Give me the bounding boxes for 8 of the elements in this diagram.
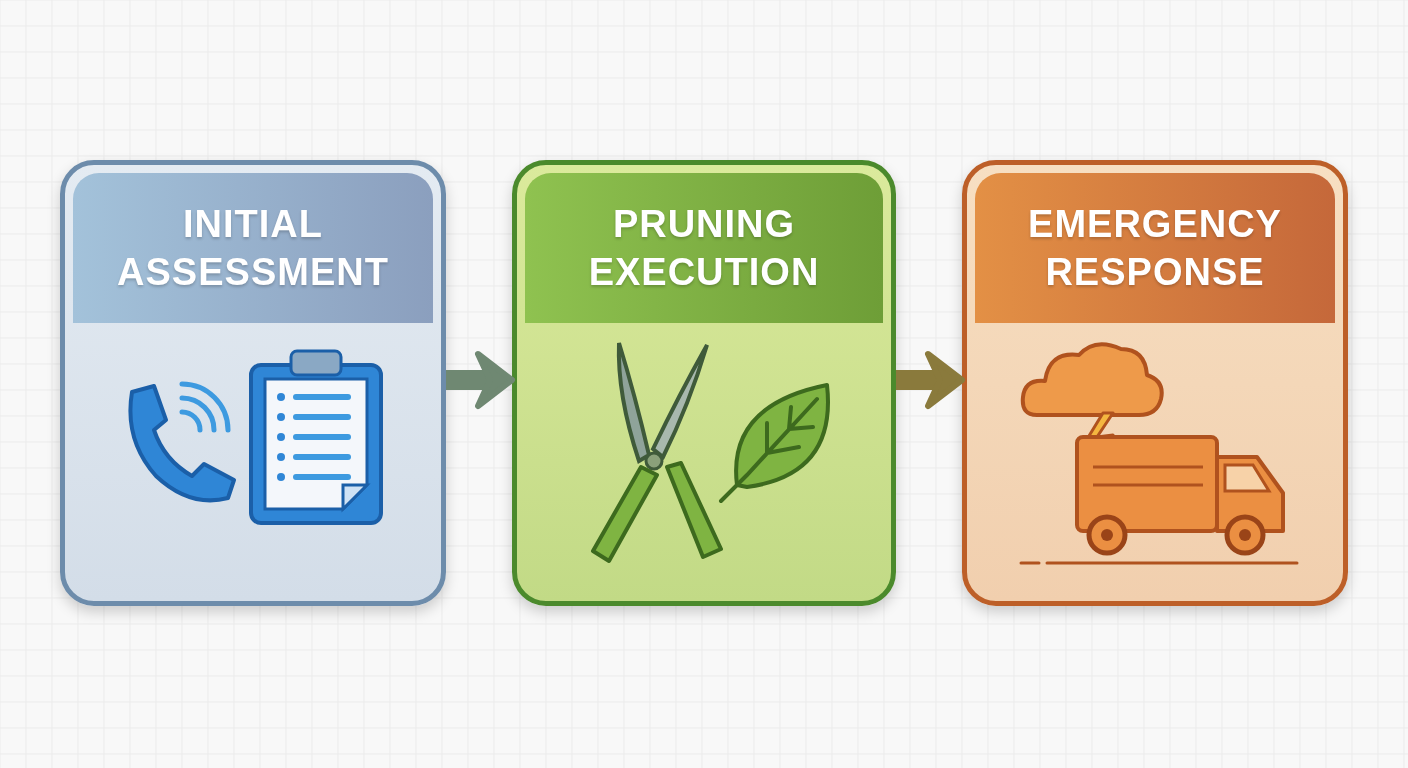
step-title: INITIAL ASSESSMENT [116, 202, 390, 295]
process-card [512, 160, 896, 606]
arrow [896, 351, 965, 409]
step-title: EMERGENCY RESPONSE [1027, 202, 1283, 295]
step-title: PRUNING EXECUTION [587, 202, 821, 295]
process-card [60, 160, 446, 606]
process-card [962, 160, 1348, 606]
arrow [446, 351, 515, 409]
